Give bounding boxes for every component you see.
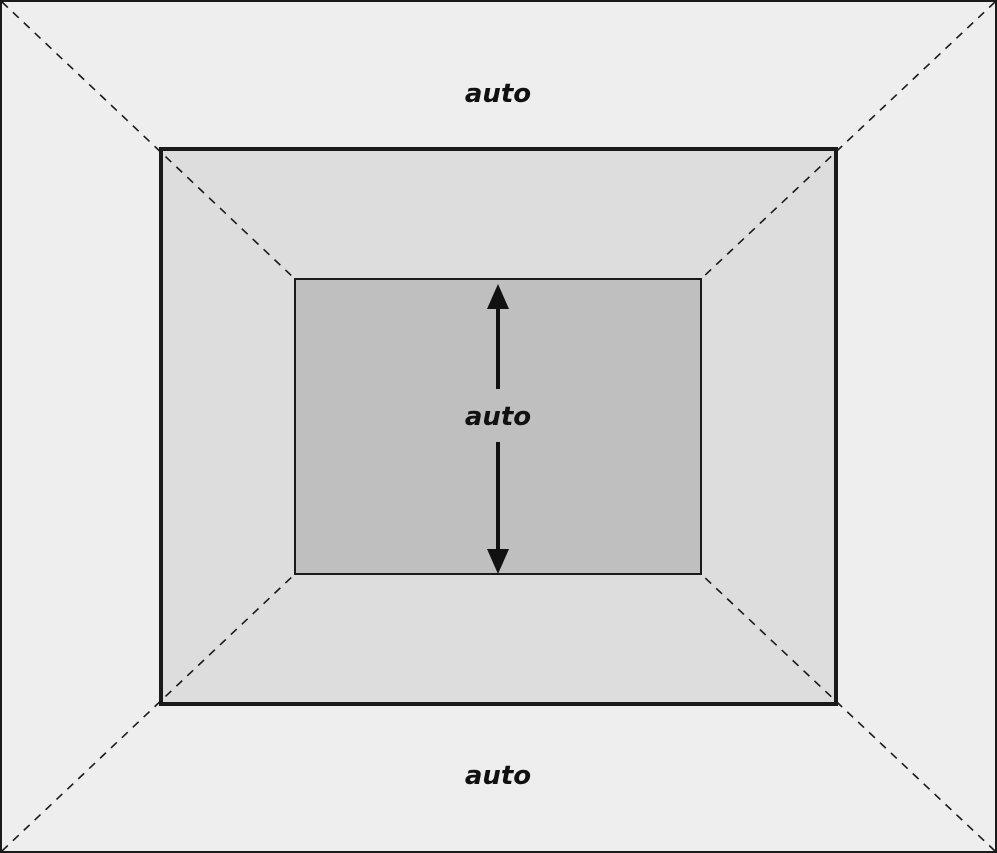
- bottom-margin-label: auto: [465, 761, 531, 791]
- arrow-down-icon: [487, 549, 509, 574]
- height-label: auto: [465, 402, 531, 432]
- diagonal-top-left: [1, 1, 296, 280]
- arrow-up-icon: [487, 284, 509, 309]
- diagonal-bottom-right: [700, 573, 996, 852]
- diagonal-top-right: [700, 1, 996, 280]
- height-arrow: [487, 284, 509, 574]
- top-margin-label: auto: [465, 79, 531, 109]
- diagonal-bottom-left: [1, 573, 296, 852]
